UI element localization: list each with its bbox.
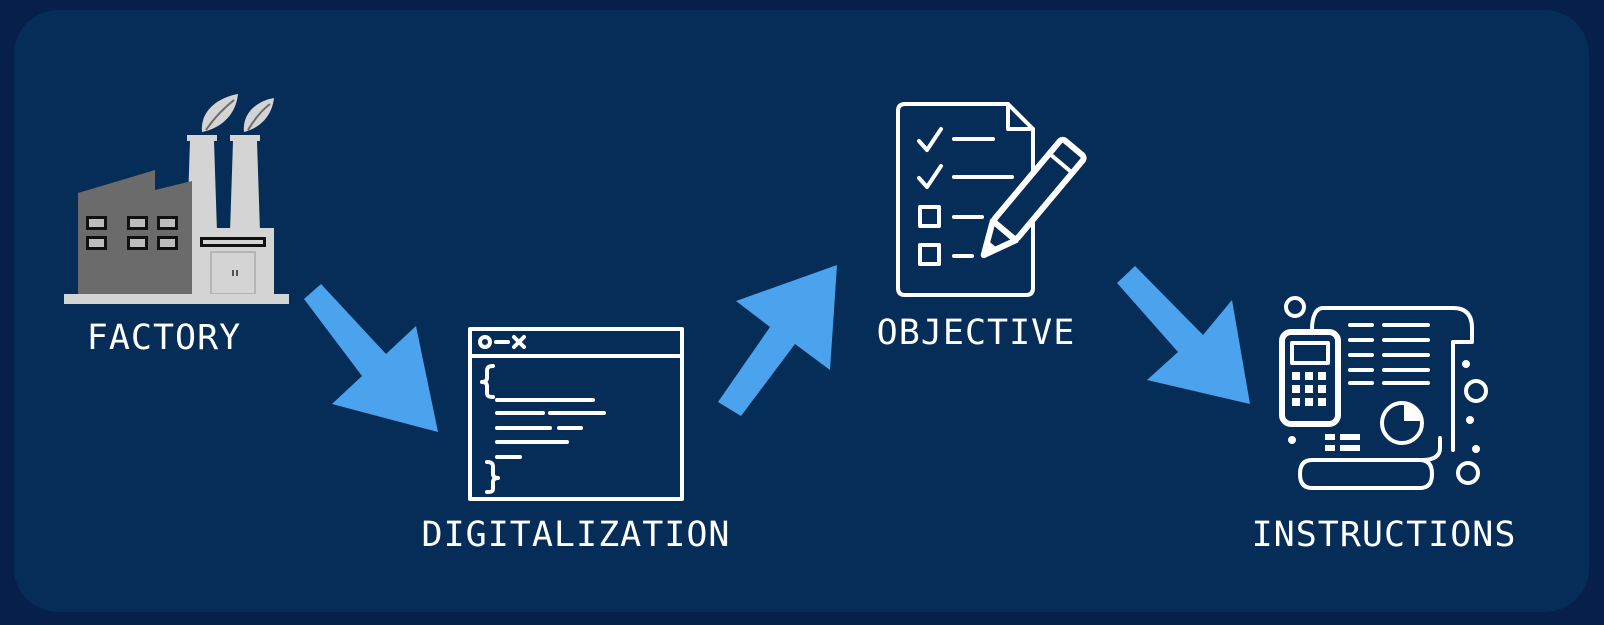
checklist-pencil-icon [896, 102, 1087, 297]
label-objective: OBJECTIVE [876, 313, 1076, 353]
arrow-objective-to-instructions [1117, 266, 1250, 404]
label-factory: FACTORY [86, 318, 242, 358]
arrow-digitalization-to-objective [718, 265, 837, 416]
arrow-factory-to-digitalization [304, 284, 438, 432]
label-instructions: INSTRUCTIONS [1251, 515, 1517, 555]
code-window-icon [468, 327, 684, 501]
label-digitalization: DIGITALIZATION [421, 515, 731, 555]
receipt-calculator-icon [1279, 296, 1488, 490]
factory-icon [64, 94, 289, 304]
